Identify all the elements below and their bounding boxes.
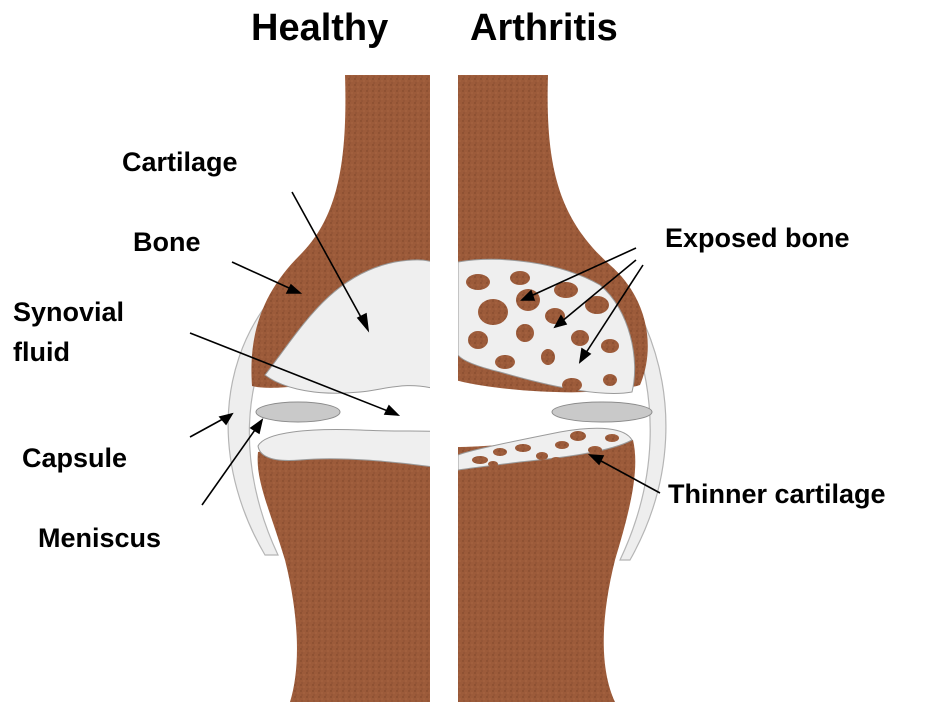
heading-healthy: Healthy [251, 8, 388, 50]
label-bone: Bone [133, 228, 201, 258]
meniscus-left [256, 402, 340, 422]
label-synovial-line2: fluid [13, 338, 70, 368]
heading-arthritis: Arthritis [470, 8, 618, 50]
label-capsule: Capsule [22, 444, 127, 474]
label-exposed-bone: Exposed bone [665, 224, 850, 254]
label-cartilage: Cartilage [122, 148, 238, 178]
label-synovial-line1: Synovial [13, 298, 124, 328]
label-thinner-cartilage: Thinner cartilage [668, 480, 886, 510]
center-divider [430, 70, 458, 702]
label-meniscus: Meniscus [38, 524, 161, 554]
meniscus-right [552, 402, 652, 422]
